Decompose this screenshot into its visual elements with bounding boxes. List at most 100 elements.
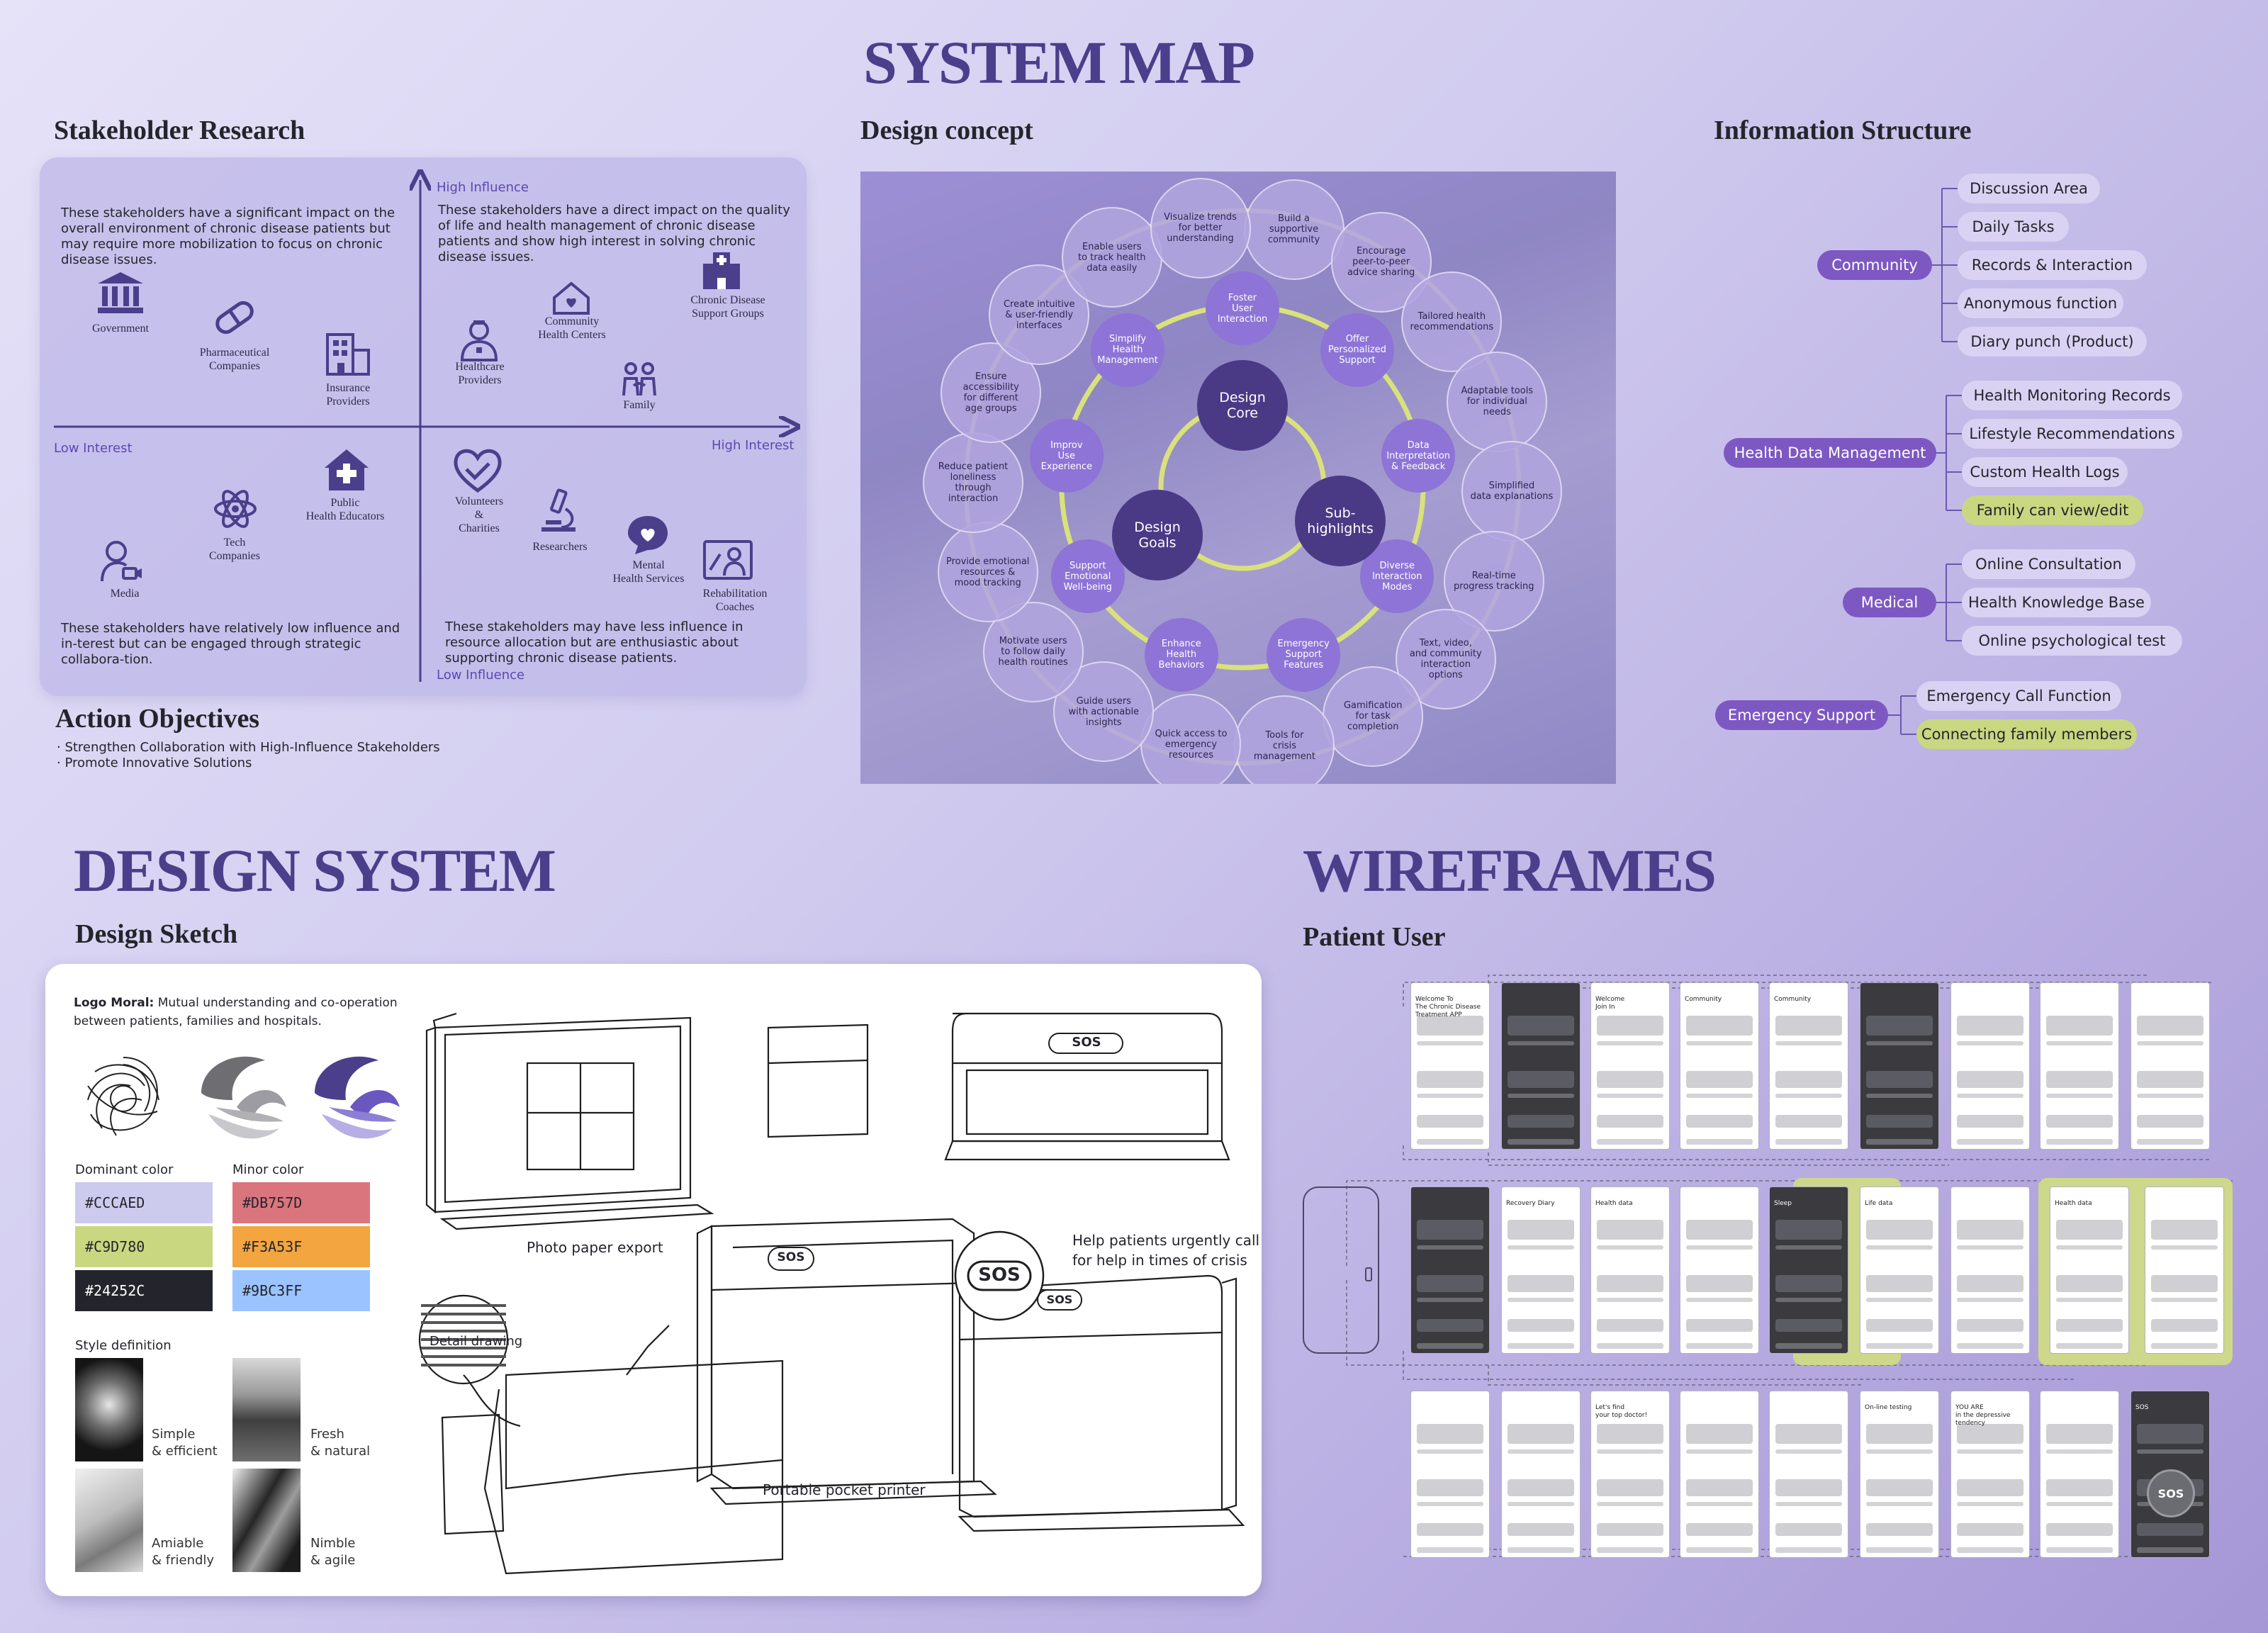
- wireframe-block: [2137, 1094, 2204, 1098]
- wireframe-block: [1597, 1502, 1663, 1506]
- wireframe-screen: [1410, 1391, 1490, 1558]
- concept-inner-node: Improv Use Experience: [1029, 419, 1104, 493]
- tree-connectors: [1888, 188, 1962, 735]
- concept-core-node: Design Core: [1197, 360, 1288, 451]
- wireframe-block: [1508, 1094, 1574, 1098]
- wireframe-screen-title: Welcome Join In: [1595, 996, 1625, 1011]
- wireframe-block: [1597, 1094, 1663, 1098]
- sos-label-4: SOS: [978, 1264, 1021, 1286]
- logo-moral-label: Logo Moral:: [74, 996, 155, 1010]
- info-item: Anonymous function: [1958, 288, 2123, 318]
- stakeholder-community-centers: Community Health Centers: [538, 315, 606, 341]
- wireframe-screen: [1680, 1391, 1759, 1558]
- sos-label-1: SOS: [1072, 1035, 1101, 1050]
- wireframe-block: [1957, 1094, 2023, 1098]
- wireframe-nav-bar: [2046, 1547, 2113, 1553]
- wireframe-screen: On-line testing: [1860, 1391, 1939, 1558]
- wireframe-block: [1508, 1041, 1574, 1045]
- wireframe-block: [1508, 1016, 1574, 1036]
- wireframe-nav-bar: [1866, 1343, 1933, 1349]
- wireframe-screen: YOU ARE in the depressive tendency: [1950, 1391, 2030, 1558]
- sos-label-2: SOS: [777, 1250, 805, 1264]
- concept-outer-node: Gamification for task completion: [1323, 666, 1424, 767]
- concept-outer-node: Provide emotional resources & mood track…: [937, 522, 1038, 623]
- wireframe-block: [1957, 1071, 2023, 1088]
- info-item: Online psychological test: [1962, 626, 2182, 656]
- swatch-dominant-2: #C9D780: [75, 1226, 213, 1267]
- wireframe-block: [1686, 1424, 1753, 1444]
- wireframe-block: [2056, 1298, 2123, 1302]
- axis-high-interest: High Interest: [712, 438, 795, 453]
- wireframe-block: [1597, 1523, 1663, 1536]
- wireframe-block: [1508, 1115, 1574, 1128]
- concept-inner-node: Enhance Health Behaviors: [1144, 617, 1218, 692]
- wireframe-block: [1866, 1479, 1933, 1496]
- wireframe-nav-bar: [1866, 1547, 1933, 1553]
- stakeholder-mental: Mental Health Services: [612, 559, 685, 585]
- info-category-health-data-management: Health Data Management: [1724, 438, 1936, 468]
- wireframe-screen: Health data: [1590, 1186, 1670, 1354]
- wireframe-block: [1775, 1424, 1842, 1444]
- info-item: Health Knowledge Base: [1962, 588, 2151, 617]
- concept-core-node: Design Goals: [1112, 490, 1203, 580]
- wireframe-block: [1417, 1071, 1483, 1088]
- design-sketch-card: Logo Moral: Mutual understanding and co-…: [45, 964, 1262, 1596]
- dominant-color-label: Dominant color: [75, 1162, 174, 1177]
- concept-inner-node: Support Emotional Well-being: [1050, 539, 1125, 613]
- family-icon: [618, 361, 661, 397]
- concept-outer-node: Quick access to emergency resources: [1140, 694, 1242, 784]
- design-system-title: DESIGN SYSTEM: [74, 836, 556, 904]
- wireframe-block: [1417, 1479, 1483, 1496]
- swatch-minor-2: #F3A53F: [232, 1226, 370, 1267]
- wireframe-screen: [1950, 982, 2030, 1150]
- info-item: Family can view/edit: [1962, 495, 2143, 525]
- wireframe-block: [2056, 1245, 2123, 1250]
- wireframe-screen-title: Community: [1774, 996, 1812, 1003]
- design-sketch-heading: Design Sketch: [75, 919, 238, 949]
- info-category-emergency-support: Emergency Support: [1715, 700, 1888, 730]
- swatch-dominant-1: #CCCAED: [75, 1182, 213, 1223]
- wireframe-block: [1508, 1220, 1574, 1240]
- action-objectives-heading: Action Objectives: [55, 704, 260, 734]
- wireframe-block: [1775, 1523, 1842, 1536]
- wireframe-block: [1686, 1523, 1753, 1536]
- wireframe-screen: [2131, 982, 2210, 1150]
- wireframe-screen: [2040, 982, 2119, 1150]
- wireframe-block: [1775, 1094, 1842, 1098]
- wireframe-block: [1866, 1094, 1933, 1098]
- wireframe-block: [1597, 1220, 1663, 1240]
- atom-icon: [213, 488, 258, 530]
- wireframe-nav-bar: [2056, 1343, 2123, 1349]
- wireframe-block: [2151, 1220, 2218, 1240]
- wireframe-block: [2151, 1275, 2218, 1292]
- style-image-nimble: [232, 1469, 301, 1572]
- style-simple: Simple & efficient: [152, 1427, 218, 1459]
- wireframe-block: [2056, 1275, 2123, 1292]
- wireframe-nav-bar: [1957, 1139, 2023, 1145]
- wireframe-block: [1957, 1449, 2023, 1454]
- wireframe-block: [1866, 1298, 1933, 1302]
- wireframe-screen: Welcome Join In: [1590, 982, 1670, 1150]
- stakeholder-support-groups: Chronic Disease Support Groups: [690, 294, 765, 320]
- wireframe-screen-title: Let's find your top doctor!: [1595, 1404, 1648, 1419]
- wireframe-block: [1686, 1275, 1753, 1292]
- stakeholder-pharma: Pharmaceutical Companies: [199, 347, 270, 372]
- wireframe-block: [2046, 1523, 2113, 1536]
- matrix-axes: [54, 157, 807, 682]
- wireframe-block: [1597, 1275, 1663, 1292]
- wireframe-block: [1597, 1016, 1663, 1036]
- pill-icon: [210, 296, 259, 339]
- wireframe-block: [1508, 1298, 1574, 1302]
- wireframe-block: [1686, 1479, 1753, 1496]
- concept-outer-node: Create intuitive & user-friendly interfa…: [989, 264, 1090, 366]
- stakeholder-matrix: High Influence Low Influence Low Interes…: [40, 157, 807, 696]
- product-sketches: [418, 1012, 1245, 1575]
- wireframe-screen: [1680, 1186, 1759, 1354]
- annotation-detail: Detail drawing: [430, 1334, 523, 1349]
- media-icon: [99, 539, 143, 583]
- wireframe-nav-bar: [1866, 1139, 1933, 1145]
- wireframe-block: [1957, 1041, 2023, 1045]
- wireframe-block: [1866, 1275, 1933, 1292]
- wireframe-block: [1508, 1071, 1574, 1088]
- wireframe-block: [1508, 1502, 1574, 1506]
